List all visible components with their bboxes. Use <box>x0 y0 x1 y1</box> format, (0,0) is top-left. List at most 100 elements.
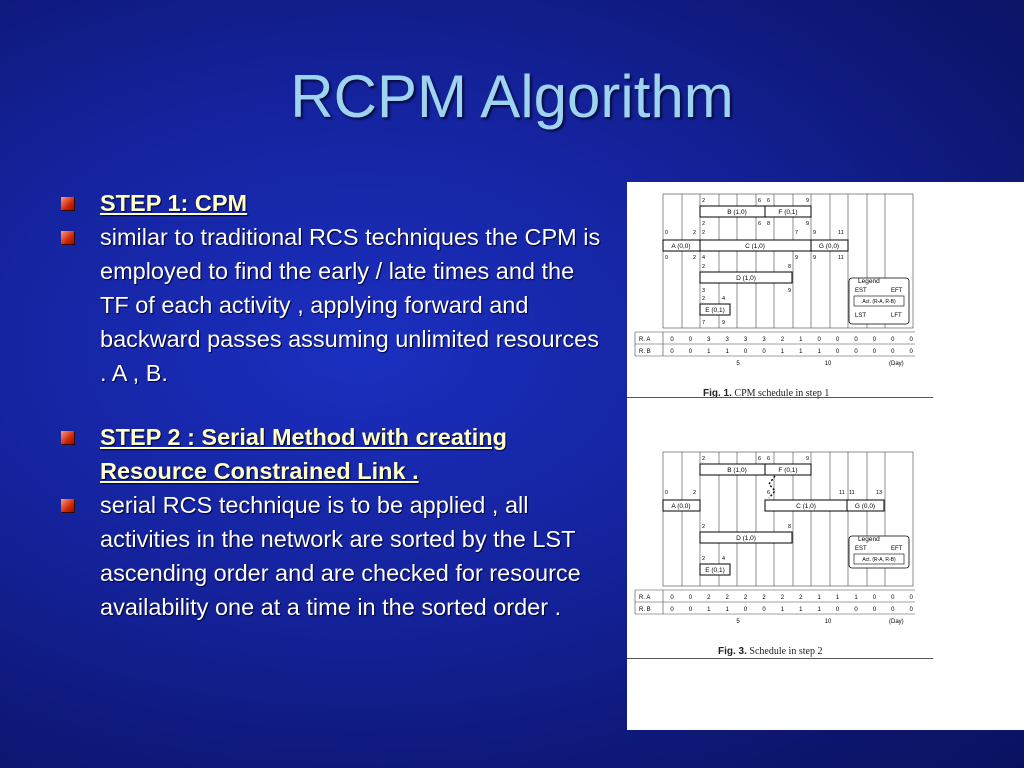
svg-text:8: 8 <box>788 264 791 270</box>
resource-cell: 0 <box>910 349 914 355</box>
svg-text:2: 2 <box>702 221 705 227</box>
svg-text:8: 8 <box>767 221 770 227</box>
svg-text:2: 2 <box>702 230 705 236</box>
activity-label: B (1,0) <box>727 209 747 216</box>
resource-cell: 0 <box>854 607 858 613</box>
resource-cell: 0 <box>836 349 840 355</box>
resource-cell: 0 <box>689 349 693 355</box>
svg-text:7: 7 <box>702 320 705 326</box>
bullet-step1-heading: STEP 1: CPM <box>58 186 606 220</box>
svg-text:9: 9 <box>788 288 791 294</box>
bullet-list: STEP 1: CPM similar to traditional RCS t… <box>58 186 606 624</box>
axis-tick-10: 10 <box>825 361 832 367</box>
legend-eft: EFT <box>891 288 903 294</box>
resource-cell: 1 <box>781 607 785 613</box>
resource-cell: 0 <box>891 595 895 601</box>
legend-eft: EFT <box>891 546 903 552</box>
svg-text:9: 9 <box>795 255 798 261</box>
resource-cell: 1 <box>854 595 858 601</box>
legend-act: Act. (R-A, R-B) <box>862 299 896 305</box>
resource-cell: 0 <box>670 337 674 343</box>
axis-unit: (Day) <box>889 619 904 625</box>
resource-cell: 1 <box>707 349 711 355</box>
resource-cell: 1 <box>818 349 822 355</box>
activity-label: A (0,0) <box>671 243 690 250</box>
resource-cell: 0 <box>891 607 895 613</box>
axis-tick-5: 5 <box>736 619 740 625</box>
figure-1-diagram: B (1,0) F (0,1) C (1,0) A (0,0) G (0,0) … <box>634 193 915 367</box>
resource-cell: 0 <box>891 349 895 355</box>
square-bullet-icon <box>61 231 74 244</box>
legend-est: EST <box>855 288 867 294</box>
resource-cell: 0 <box>854 349 858 355</box>
activity-label: E (0,1) <box>705 567 725 574</box>
resource-cell: 0 <box>873 607 877 613</box>
row-label-rb: R. B <box>639 349 651 355</box>
svg-text:0: 0 <box>665 255 668 261</box>
resource-cell: 0 <box>910 595 914 601</box>
activity-label: E (0,1) <box>705 307 725 314</box>
resource-cell: 0 <box>670 349 674 355</box>
svg-text:4: 4 <box>722 296 725 302</box>
svg-text:2: 2 <box>693 255 696 261</box>
activity-label: D (1,0) <box>736 275 756 282</box>
figure-3: B (1,0) F (0,1) A (0,0) C (1,0) G (0,0) … <box>633 446 923 661</box>
resource-cell: 2 <box>781 595 785 601</box>
svg-text:9: 9 <box>813 230 816 236</box>
axis-tick-5: 5 <box>736 361 740 367</box>
activity-label: D (1,0) <box>736 535 756 542</box>
resource-cell: 0 <box>836 337 840 343</box>
svg-text:7: 7 <box>795 230 798 236</box>
svg-text:9: 9 <box>806 198 809 204</box>
resource-cell: 1 <box>781 349 785 355</box>
resource-cell: 3 <box>762 337 766 343</box>
svg-text:2: 2 <box>693 230 696 236</box>
resource-cell: 2 <box>707 595 711 601</box>
resource-cell: 1 <box>799 337 803 343</box>
svg-text:9: 9 <box>722 320 725 326</box>
resource-cell: 2 <box>781 337 785 343</box>
axis-unit: (Day) <box>889 361 904 367</box>
svg-text:2: 2 <box>702 296 705 302</box>
legend-act: Act. (R-A, R-B) <box>862 557 896 563</box>
legend-title: Legend <box>858 536 880 543</box>
resource-cell: 0 <box>689 607 693 613</box>
activity-label: G (0,0) <box>819 243 839 250</box>
resource-cell: 3 <box>744 337 748 343</box>
resource-cell: 0 <box>689 337 693 343</box>
resource-cell: 0 <box>836 607 840 613</box>
figure-1-caption: Fig. 1. CPM schedule in step 1 <box>703 388 830 399</box>
resource-cell: 1 <box>818 607 822 613</box>
figure-divider <box>627 397 933 398</box>
activity-label: C (1,0) <box>745 243 765 250</box>
bullet-step2-heading: STEP 2 : Serial Method with creating Res… <box>58 420 606 488</box>
svg-text:8: 8 <box>788 524 791 530</box>
svg-text:9: 9 <box>806 456 809 462</box>
resource-cell: 0 <box>873 337 877 343</box>
square-bullet-icon <box>61 499 74 512</box>
svg-text:11: 11 <box>838 255 844 261</box>
svg-text:2: 2 <box>702 456 705 462</box>
svg-text:13: 13 <box>876 490 882 496</box>
resource-cell: 1 <box>707 607 711 613</box>
bullet-step1-body: similar to traditional RCS techniques th… <box>58 220 606 390</box>
svg-text:6: 6 <box>758 198 761 204</box>
svg-text:11: 11 <box>849 490 855 496</box>
figure-1: B (1,0) F (0,1) C (1,0) A (0,0) G (0,0) … <box>633 188 923 403</box>
resource-cell: 1 <box>818 595 822 601</box>
legend-lst: LST <box>855 313 866 319</box>
resource-cell: 0 <box>689 595 693 601</box>
resource-cell: 0 <box>818 337 822 343</box>
activity-label: G (0,0) <box>855 503 875 510</box>
resource-cell: 2 <box>744 595 748 601</box>
svg-text:6: 6 <box>767 456 770 462</box>
figure-3-caption: Fig. 3. Schedule in step 2 <box>718 646 823 657</box>
svg-text:3: 3 <box>702 288 705 294</box>
activity-label: F (0,1) <box>778 209 797 216</box>
svg-text:2: 2 <box>702 264 705 270</box>
resource-cell: 3 <box>707 337 711 343</box>
